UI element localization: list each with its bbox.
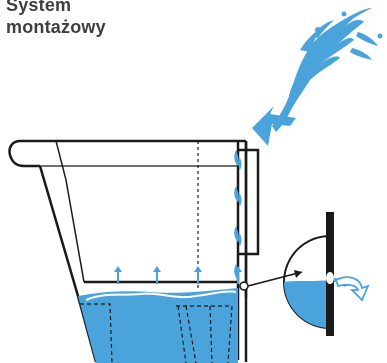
up-arrow-2 <box>153 266 161 284</box>
caption-line-1: System <box>6 0 72 15</box>
detail-point <box>239 281 249 291</box>
wall-droplets <box>234 150 242 280</box>
up-arrow-3 <box>194 266 202 284</box>
up-arrow-1 <box>114 266 122 284</box>
leader-line <box>247 271 303 287</box>
curved-arrow-icon <box>334 276 370 302</box>
internal-dashed-parts <box>80 303 233 363</box>
caption-line-2: montażowy <box>6 17 106 37</box>
leader-arrowhead <box>294 270 302 278</box>
water-fill <box>78 288 238 363</box>
blue-arrow-icon <box>252 106 296 146</box>
diagram-caption: System montażowy <box>6 0 106 38</box>
water-splash-icon <box>272 8 383 132</box>
